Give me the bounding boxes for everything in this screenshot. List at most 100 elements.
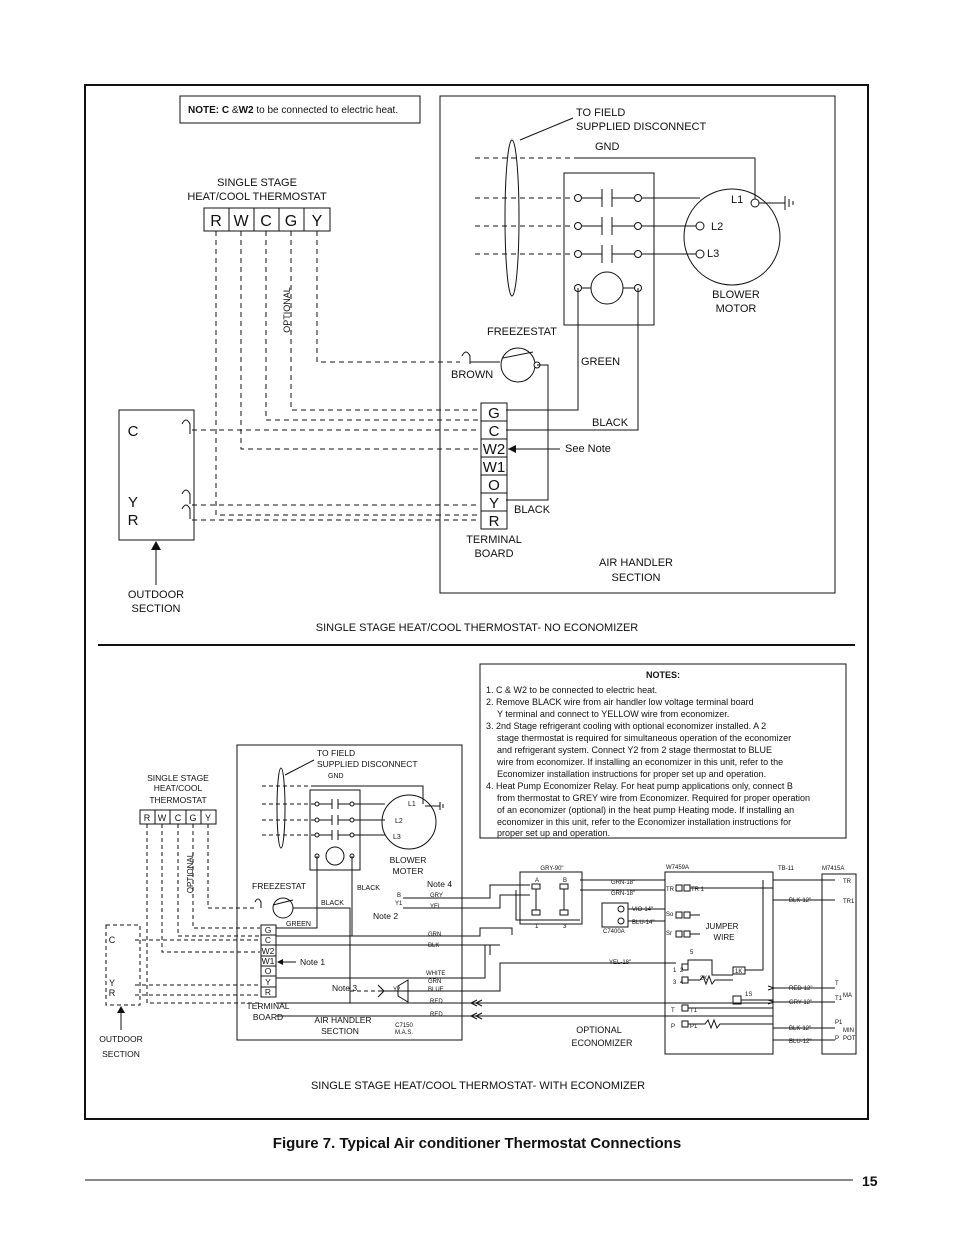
wire-label: GRN <box>428 932 441 938</box>
econ-label: 1S <box>745 992 752 998</box>
outdoor-connectors <box>181 419 191 519</box>
thermostat-terminal-r: R <box>210 213 222 230</box>
tb-wire-gry: GRY-12" <box>789 1000 812 1006</box>
bottom-air-handler-1: AIR HANDLER <box>314 1015 371 1025</box>
tr-label: TR <box>666 887 675 893</box>
bottom-tb-g: G <box>265 925 272 935</box>
bottom-black-a: BLACK <box>357 885 380 892</box>
bottom-outdoor-label-1: OUTDOOR <box>99 1034 142 1044</box>
tb-wire-blu: BLU-12" <box>789 1039 811 1045</box>
terminal-board-label-1: TERMINAL <box>466 534 522 546</box>
bottom-tb-r: R <box>265 987 271 997</box>
tb-terminal-g: G <box>488 405 500 422</box>
thermostat-terminal-y: Y <box>312 213 323 230</box>
notes-title: NOTES: <box>646 670 680 680</box>
econ-label: T1 <box>690 1008 698 1014</box>
thermostat-terminal-strip <box>203 207 331 232</box>
econ-label: 1 <box>673 968 677 974</box>
gnd-wire <box>576 157 756 200</box>
note-3-label: Note 3 <box>332 983 357 993</box>
econ-wire-grn1: GRN-18" <box>611 880 635 886</box>
relay-gry90: GRY-90" <box>540 866 563 872</box>
tb11-label: TB-11 <box>778 866 795 872</box>
note-line: 2. Remove BLACK wire from air handler lo… <box>486 697 754 707</box>
sr-label: Sr <box>666 931 672 937</box>
bottom-to-field-2: SUPPLIED DISCONNECT <box>317 759 418 769</box>
note-line: 4. Heat Pump Economizer Relay. For heat … <box>486 781 793 791</box>
bottom-optional-label: OPTIONAL <box>186 852 195 893</box>
m7415a-pin: POT <box>843 1036 856 1042</box>
thermostat-terminal-g: G <box>285 213 297 230</box>
brown-label: BROWN <box>451 369 493 381</box>
m7415a-pins: TR TR1 T T1 MA P1 P MIN POT <box>835 879 856 1042</box>
note-2-label: Note 2 <box>373 911 398 921</box>
outdoor-label-2: SECTION <box>132 603 181 615</box>
blower-motor-label-2: MOTOR <box>716 303 757 315</box>
note-1-label: Note 1 <box>300 957 325 967</box>
bottom-freezestat: FREEZESTAT <box>252 881 306 891</box>
bottom-diagram-caption: SINGLE STAGE HEAT/COOL THERMOSTAT- WITH … <box>311 1080 645 1092</box>
tb-terminal-r: R <box>489 513 500 530</box>
bottom-thermostat-title-1: SINGLE STAGE <box>147 773 209 783</box>
bottom-outdoor-box <box>105 924 141 1006</box>
c7400a-sensor <box>601 902 629 928</box>
motor-lead-l1: L1 <box>731 194 743 206</box>
bottom-wire-labels: GRY YEL GRN BLK WHITE GRN BLUE RED RED <box>426 893 445 1018</box>
m7415a-pin: T <box>835 981 839 987</box>
relay-b: B <box>563 878 567 884</box>
bottom-blower-2: MOTER <box>393 866 424 876</box>
green-label: GREEN <box>581 356 620 368</box>
ground-icon <box>759 196 794 210</box>
bottom-thermostat-title-3: THERMOSTAT <box>149 795 206 805</box>
tr1-label: TR 1 <box>691 887 705 893</box>
m7415a-pin: P1 <box>835 1020 843 1026</box>
label-b: B <box>397 893 401 899</box>
w7459a-label: W7459A <box>666 865 689 871</box>
optional-economizer-2: ECONOMIZER <box>571 1038 633 1048</box>
bottom-diagram: NOTES: 1. C & W2 to be connected to elec… <box>99 663 857 1092</box>
bottom-terminal-label-1: TERMINAL <box>247 1001 290 1011</box>
top-diagram: NOTE: C &W2 to be connected to electric … <box>118 95 836 634</box>
optional-economizer-1: OPTIONAL <box>576 1025 622 1035</box>
bottom-air-handler-box <box>236 744 463 1041</box>
terminal-board <box>480 402 508 530</box>
econ-wire-grn2: GRN-18" <box>611 891 635 897</box>
figure-caption: Figure 7. Typical Air conditioner Thermo… <box>273 1135 681 1152</box>
notes-list: 1. C & W2 to be connected to electric he… <box>486 685 810 838</box>
bottom-ground-icon <box>425 802 444 810</box>
motor-lead-l2: L2 <box>711 221 723 233</box>
m7415a-actuator <box>821 873 857 1055</box>
air-handler-label-2: SECTION <box>612 572 661 584</box>
so-label: So <box>666 912 674 918</box>
bottom-gnd: GND <box>328 773 344 780</box>
blower-motor-circle <box>683 188 781 286</box>
bottom-terminal-label-2: BOARD <box>253 1012 283 1022</box>
bottom-thermostat-y: Y <box>205 813 211 823</box>
to-field-leader <box>519 117 574 141</box>
note-4-label: Note 4 <box>427 879 452 889</box>
econ-label: T <box>671 1008 675 1014</box>
freezestat-black-wire <box>506 364 549 501</box>
note-line: stage thermostat is required for simulta… <box>497 733 791 743</box>
c7150-label-1: C7150 <box>395 1023 413 1029</box>
econ-label: 2 <box>680 968 684 974</box>
contactor-contacts <box>574 194 642 305</box>
econ-label: 3 <box>673 980 677 986</box>
bottom-outdoor-y: Y <box>109 978 115 988</box>
relay-a: A <box>535 878 539 884</box>
note-line: and refrigerant system. Connect Y2 from … <box>497 745 772 755</box>
m7415a-pin: TR1 <box>843 899 855 905</box>
freezestat-label: FREEZESTAT <box>487 326 557 338</box>
econ-wire-vio: VIO-14" <box>632 907 653 913</box>
note-box <box>179 95 421 124</box>
gnd-label: GND <box>595 141 620 153</box>
bottom-econ-wires <box>276 879 676 1017</box>
bottom-motor-l1: L1 <box>408 801 416 808</box>
notes-box <box>479 663 847 839</box>
outdoor-terminal-r: R <box>128 512 139 529</box>
bottom-outdoor-label-2: SECTION <box>102 1049 140 1059</box>
bottom-tb-o: O <box>265 966 272 976</box>
thermostat-terminal-w: W <box>233 213 249 230</box>
see-note-label: See Note <box>565 443 611 455</box>
m7415a-pin: MA <box>843 993 852 999</box>
